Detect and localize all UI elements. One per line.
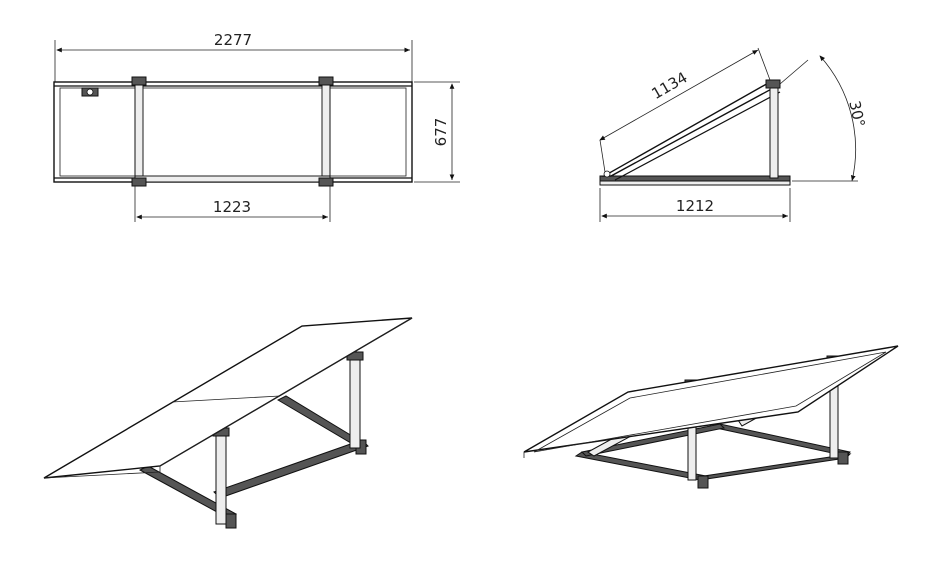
tilted-panel [601,81,779,177]
rear-iso-panel [523,345,899,453]
rear-base-rail-front [574,451,708,481]
extension-line-panel-front [599,139,606,173]
top-view: 2277 677 1223 [53,31,460,222]
base-rail-back [276,395,363,447]
panel-length-label: 1134 [648,68,690,103]
rear-base-rail-right [698,453,852,481]
extension-line-panel-rear [757,47,771,81]
iso-panel-seam [171,395,281,403]
clamp-top-right [318,76,334,86]
base-rail-top [599,175,791,182]
junction-box-connector [86,88,94,96]
tilt-angle-label: 30° [845,99,868,129]
frame-bottom-rail [134,175,331,183]
post-front [215,431,227,525]
clamp-top-left [131,76,147,86]
overall-width-label: 2277 [214,31,252,49]
rear-iso-panel-inner [533,351,887,453]
frame-center-area [142,87,323,177]
iso-panel-thickness-bottom [43,471,161,479]
height-label: 677 [432,118,450,147]
isometric-view-rear [523,345,899,489]
frame-left-post [134,79,144,185]
isometric-view-front [43,317,413,529]
angle-arc [819,55,856,182]
rear-post [769,85,779,179]
panel-support-beam [614,91,781,181]
post-rear [349,355,361,449]
base-length-label: 1212 [676,197,714,215]
base-foot-front [225,513,237,529]
rear-base-foot [697,475,709,489]
clamp-bottom-right [318,177,334,187]
base-rail-diagonal [213,439,369,499]
angle-extension-line [779,59,809,85]
iso-panel-lower-edge [159,317,413,467]
clamp-bottom-left [131,177,147,187]
rear-base-foot-right [837,451,849,465]
base-rail-bottom [599,180,791,186]
rear-post-clamp [765,79,781,89]
front-hinge [603,170,611,178]
panel-outline [53,81,413,183]
frame-right-post [321,79,331,185]
side-view: 1134 30° 1212 [599,47,868,222]
frame-span-label: 1223 [213,198,251,216]
panel-length-dimension-line [599,49,759,141]
